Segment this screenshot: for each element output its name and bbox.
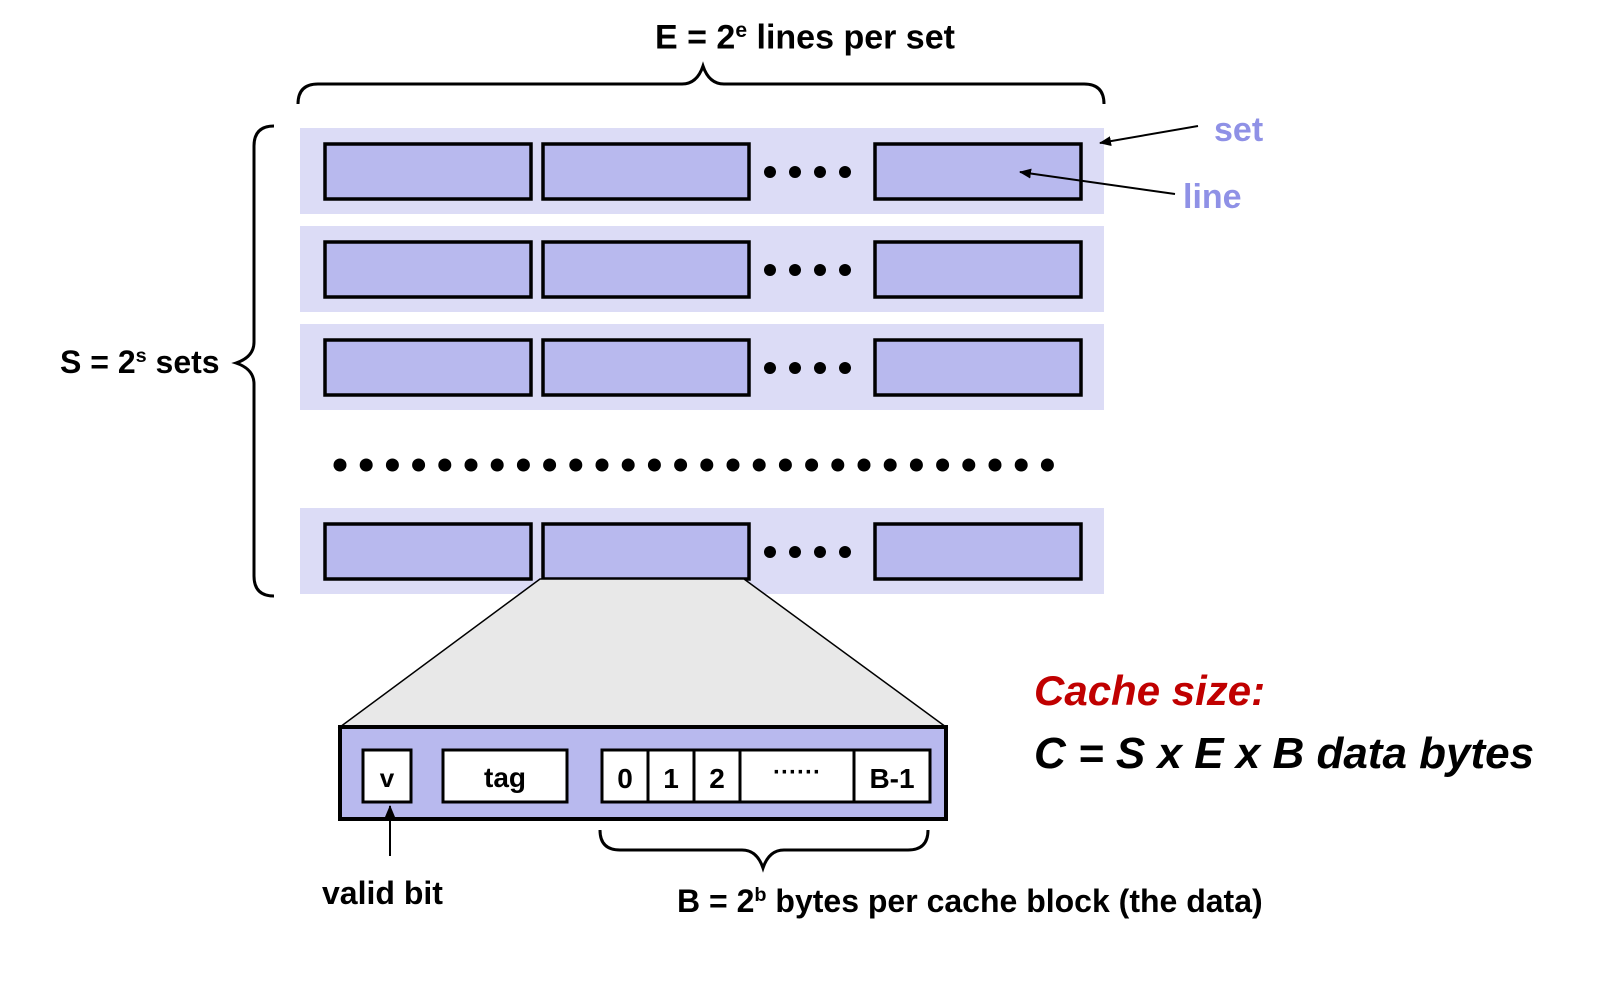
data-byte-cell (600, 748, 650, 804)
lines-ellipsis-dot (764, 362, 776, 374)
sets-ellipsis-dot (333, 458, 347, 472)
lines-ellipsis-dot (789, 362, 801, 374)
data-byte-cell (692, 748, 742, 804)
sets-ellipsis-dot (412, 458, 426, 472)
sets-ellipsis-dot (805, 458, 819, 472)
sets-ellipsis-dot (569, 458, 583, 472)
sets-ellipsis-dot (647, 458, 661, 472)
sets-ellipsis-dot (752, 458, 766, 472)
sets-group (300, 128, 1104, 594)
lines-ellipsis-dot (839, 362, 851, 374)
cache-line (541, 142, 751, 201)
cache-line (323, 142, 533, 201)
lines-ellipsis-dot (789, 546, 801, 558)
data-byte-label: 0 (617, 763, 633, 794)
sets-ellipsis-dot (857, 458, 871, 472)
data-byte-cell (852, 748, 932, 804)
sets-brace (231, 124, 275, 598)
block-bytes-label: B = 2b bytes per cache block (the data) (677, 883, 1263, 919)
data-byte-label: ······ (773, 759, 821, 786)
lines-ellipsis-dot (839, 166, 851, 178)
valid-bit-cell-text: v (380, 763, 395, 793)
lines-per-set-brace (296, 61, 1106, 105)
sets-ellipsis-dot (962, 458, 976, 472)
sets-ellipsis-dot (359, 458, 373, 472)
cache-line (873, 142, 1083, 201)
sets-ellipsis-dot (385, 458, 399, 472)
sets-ellipsis-dot (726, 458, 740, 472)
sets-ellipsis-dot (988, 458, 1002, 472)
sets-ellipsis-dot (490, 458, 504, 472)
sets-ellipsis-dot (516, 458, 530, 472)
lines-ellipsis-dot (789, 264, 801, 276)
valid-bit-label: valid bit (322, 875, 443, 911)
sets-ellipsis-dot (438, 458, 452, 472)
lines-per-set-label: E = 2e lines per set (655, 18, 955, 57)
sets-ellipsis-dot (674, 458, 688, 472)
data-byte-label: B-1 (869, 763, 914, 794)
cache-line (323, 240, 533, 299)
sets-ellipsis (333, 458, 1054, 472)
cache-line (323, 338, 533, 397)
cache-size-formula: C = S x E x B data bytes (1034, 729, 1535, 778)
lines-ellipsis-dot (764, 264, 776, 276)
line-pointer-arrow (1019, 168, 1176, 195)
lines-ellipsis-dot (839, 264, 851, 276)
sets-ellipsis-dot (778, 458, 792, 472)
set-label: set (1214, 111, 1264, 149)
sets-count-label: S = 2s sets (60, 344, 220, 380)
sets-ellipsis-dot (831, 458, 845, 472)
cache-line (541, 522, 751, 581)
cache-set (300, 324, 1104, 410)
sets-ellipsis-dot (464, 458, 478, 472)
cache-size-heading: Cache size: (1034, 667, 1266, 714)
sets-ellipsis-dot (621, 458, 635, 472)
cache-line (541, 240, 751, 299)
line-label: line (1183, 178, 1242, 216)
cache-line (323, 522, 533, 581)
valid-bit-cell (361, 748, 413, 804)
data-byte-label: 2 (709, 763, 725, 794)
sets-ellipsis-dot (909, 458, 923, 472)
cache-line (873, 522, 1083, 581)
lines-ellipsis-dot (764, 546, 776, 558)
lines-ellipsis-dot (814, 166, 826, 178)
set-pointer-arrow (1099, 125, 1199, 147)
sets-ellipsis-dot (543, 458, 557, 472)
lines-ellipsis-dot (814, 362, 826, 374)
tag-cell-text: tag (484, 762, 526, 793)
sets-ellipsis-dot (1040, 458, 1054, 472)
lines-ellipsis-dot (789, 166, 801, 178)
lines-ellipsis-dot (814, 546, 826, 558)
tag-cell (441, 748, 569, 804)
sets-ellipsis-dot (700, 458, 714, 472)
cache-set (300, 226, 1104, 312)
data-byte-label: 1 (663, 763, 679, 794)
data-byte-cell (646, 748, 696, 804)
sets-ellipsis-dot (1014, 458, 1028, 472)
block-bytes-brace (598, 829, 930, 873)
lines-ellipsis-dot (814, 264, 826, 276)
lines-ellipsis-dot (839, 546, 851, 558)
line-zoom-trapezoid (337, 578, 949, 728)
cache-line (541, 338, 751, 397)
cache-line (873, 240, 1083, 299)
cache-line (873, 338, 1083, 397)
sets-ellipsis-dot (883, 458, 897, 472)
lines-ellipsis-dot (764, 166, 776, 178)
sets-ellipsis-dot (936, 458, 950, 472)
cache-set (300, 128, 1104, 214)
sets-ellipsis-dot (595, 458, 609, 472)
cache-set (300, 508, 1104, 594)
